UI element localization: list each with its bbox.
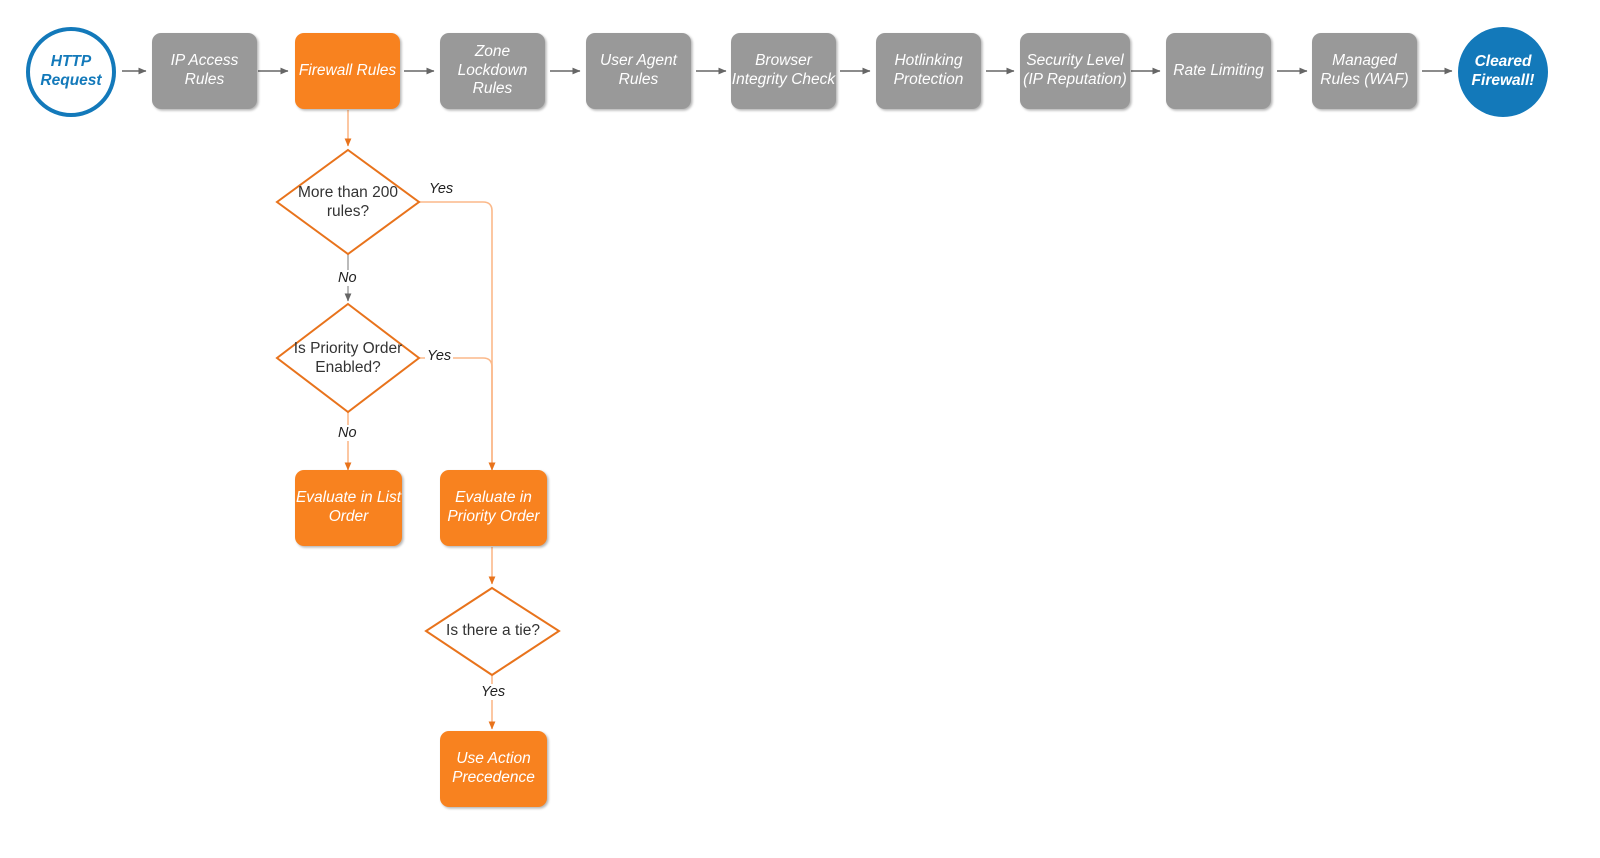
node-cleared-firewall[interactable]: Cleared Firewall! [1458,27,1548,117]
decision-more-than-200-rules-label: More than 200 rules? [298,183,398,220]
node-evaluate-in-priority-order[interactable]: Evaluate in Priority Order [440,470,547,546]
node-browser-integrity-check[interactable]: Browser Integrity Check [731,33,836,109]
node-managed-rules-waf-label: Managed Rules (WAF) [1320,52,1409,88]
decision-more-than-200-rules-label-wrap[interactable]: More than 200 rules? [288,172,408,232]
node-ip-access-rules[interactable]: IP Access Rules [152,33,257,109]
decision-is-there-a-tie-label: Is there a tie? [446,622,540,640]
node-use-action-precedence[interactable]: Use Action Precedence [440,731,547,807]
edge-label-yes-priority-order: Yes [425,348,454,364]
node-http-request[interactable]: HTTP Request [26,27,116,117]
edge-label-no-more-than-200-rules: No [336,270,359,286]
edge-label-yes-more-than-200-rules: Yes [427,181,456,197]
node-rate-limiting-label: Rate Limiting [1173,61,1264,79]
node-browser-integrity-check-label: Browser Integrity Check [731,52,836,88]
node-use-action-precedence-label: Use Action Precedence [452,750,535,786]
node-rate-limiting[interactable]: Rate Limiting [1166,33,1271,109]
decision-is-priority-order-enabled-label-wrap[interactable]: Is Priority Order Enabled? [283,325,413,391]
node-evaluate-in-priority-order-label: Evaluate in Priority Order [447,489,540,525]
node-cleared-firewall-label: Cleared Firewall! [1471,53,1535,89]
node-http-request-label: HTTP Request [40,53,102,89]
node-evaluate-in-list-order-label: Evaluate in List Order [295,489,402,525]
node-firewall-rules-label: Firewall Rules [298,61,397,79]
node-zone-lockdown-rules-label: Zone Lockdown Rules [457,42,528,98]
edge-label-no-priority-order: No [336,425,359,441]
node-evaluate-in-list-order[interactable]: Evaluate in List Order [295,470,402,546]
decision-is-there-a-tie-label-wrap[interactable]: Is there a tie? [433,615,553,647]
node-security-level[interactable]: Security Level (IP Reputation) [1020,33,1130,109]
node-user-agent-rules-label: User Agent Rules [600,52,677,88]
node-ip-access-rules-label: IP Access Rules [170,52,239,88]
node-managed-rules-waf[interactable]: Managed Rules (WAF) [1312,33,1417,109]
decision-is-priority-order-enabled-label: Is Priority Order Enabled? [293,339,403,376]
node-hotlinking-protection-label: Hotlinking Protection [893,52,964,88]
node-security-level-label: Security Level (IP Reputation) [1023,52,1127,88]
node-hotlinking-protection[interactable]: Hotlinking Protection [876,33,981,109]
node-user-agent-rules[interactable]: User Agent Rules [586,33,691,109]
edge-label-yes-tie: Yes [479,684,508,700]
node-zone-lockdown-rules[interactable]: Zone Lockdown Rules [440,33,545,109]
node-firewall-rules[interactable]: Firewall Rules [295,33,400,109]
